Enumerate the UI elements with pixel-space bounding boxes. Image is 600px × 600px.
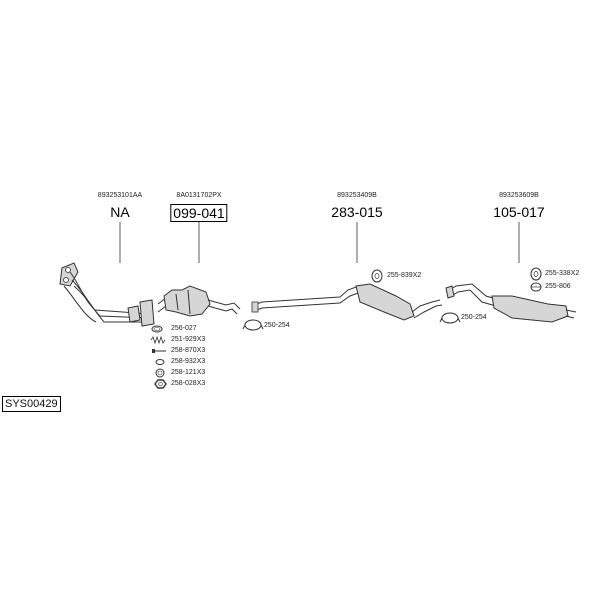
part-number-selected[interactable]: 099-041: [170, 204, 228, 222]
accessory-code[interactable]: 251-929X3: [171, 336, 206, 343]
middle-silencer: [251, 283, 443, 321]
rubber-mount-icon: [530, 267, 542, 281]
gasket-ring-icon: [151, 325, 163, 333]
washer-icon: [155, 359, 165, 365]
nut-icon: [154, 379, 167, 389]
oem-number: 893253609B: [499, 192, 539, 199]
clamp-icon: [242, 319, 264, 331]
spring-icon: [150, 335, 166, 345]
accessory-code[interactable]: 250-254: [264, 322, 290, 329]
clamp-icon: [439, 312, 461, 324]
accessory-code[interactable]: 256-027: [171, 325, 197, 332]
accessory-code[interactable]: 258-121X3: [171, 369, 206, 376]
front-pipe: [59, 262, 155, 327]
lock-ring-icon: [155, 368, 165, 378]
part-number[interactable]: 283-015: [331, 204, 383, 220]
part-number[interactable]: 105-017: [493, 204, 545, 220]
system-code-label: SYS00429: [2, 396, 61, 412]
oem-number: 893253409B: [337, 192, 377, 199]
accessory-code[interactable]: 250-254: [461, 314, 487, 321]
oem-number: 8A0131702PX: [176, 192, 222, 199]
accessory-code[interactable]: 255-839X2: [387, 272, 422, 279]
rubber-mount-icon: [530, 282, 542, 292]
accessory-code[interactable]: 255-338X2: [545, 270, 580, 277]
catalytic-converter: [157, 285, 241, 317]
accessory-code[interactable]: 255-806: [545, 283, 571, 290]
part-number[interactable]: NA: [110, 204, 130, 220]
rubber-mount-icon: [371, 269, 383, 283]
bolt-icon: [152, 349, 166, 353]
accessory-code[interactable]: 258-870X3: [171, 347, 206, 354]
rear-silencer: [445, 283, 577, 323]
oem-number: 893253101AA: [97, 192, 143, 199]
accessory-code[interactable]: 258-932X3: [171, 358, 206, 365]
accessory-code[interactable]: 258-028X3: [171, 380, 206, 387]
